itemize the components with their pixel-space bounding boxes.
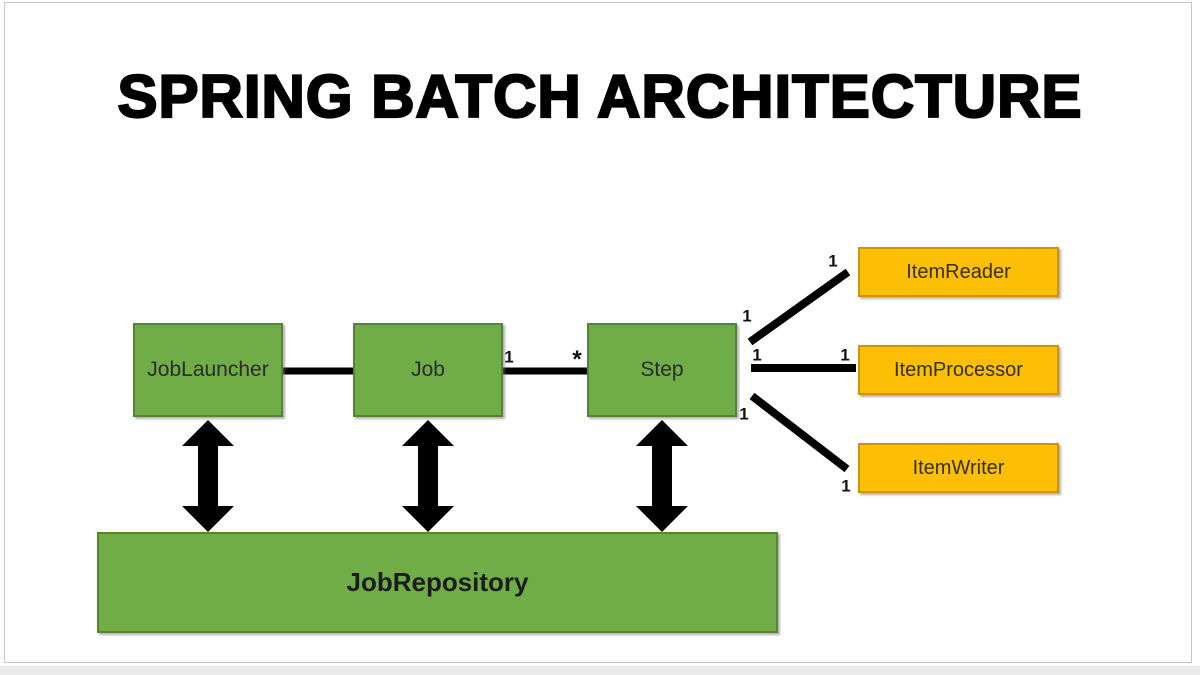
multiplicity-step-reader-from: 1 <box>742 306 752 326</box>
multiplicity-job-step-one: 1 <box>504 347 514 367</box>
diagram-title: SPRING BATCH ARCHITECTURE <box>116 62 1083 131</box>
multiplicity-step-writer-to: 1 <box>841 476 851 496</box>
node-itemreader-label: ItemReader <box>906 260 1011 283</box>
node-jobrepository-label: JobRepository <box>346 567 529 597</box>
node-itemwriter: ItemWriter <box>858 443 1059 493</box>
multiplicity-step-reader-to: 1 <box>828 251 838 271</box>
multiplicity-job-step-many: * <box>572 346 582 373</box>
multiplicity-step-processor-from: 1 <box>752 345 762 365</box>
node-itemwriter-label: ItemWriter <box>912 456 1005 479</box>
node-jobrepository: JobRepository <box>97 532 778 633</box>
multiplicity-step-processor-to: 1 <box>840 345 850 365</box>
node-step: Step <box>587 323 737 417</box>
node-step-label: Step <box>640 358 684 381</box>
node-itemprocessor-label: ItemProcessor <box>894 358 1023 381</box>
node-joblauncher-label: JobLauncher <box>147 358 269 381</box>
node-job-label: Job <box>411 358 445 381</box>
multiplicity-step-writer-from: 1 <box>739 404 749 424</box>
node-joblauncher: JobLauncher <box>133 323 283 417</box>
node-job: Job <box>353 323 503 417</box>
node-itemreader: ItemReader <box>858 247 1059 297</box>
slide-bottom-margin <box>0 666 1200 675</box>
node-itemprocessor: ItemProcessor <box>858 345 1059 395</box>
